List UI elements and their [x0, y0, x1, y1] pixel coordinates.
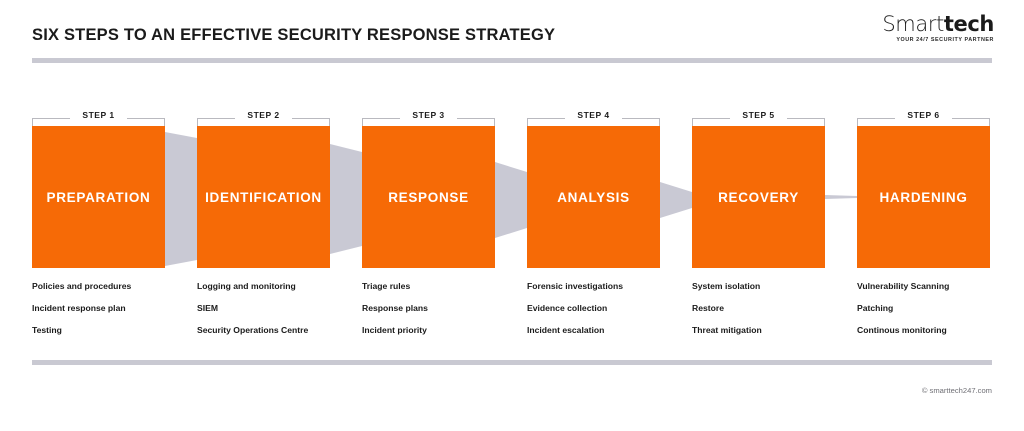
step-column-2: STEP 2 IDENTIFICATION Logging and monitori… [197, 110, 330, 348]
page-title: SIX STEPS TO AN EFFECTIVE SECURITY RESPO… [32, 26, 556, 44]
divider-bottom [32, 360, 992, 365]
step-bracket-5: STEP 5 [692, 110, 825, 126]
step-bullet-item: Triage rules [362, 281, 411, 291]
step-box-2[interactable]: IDENTIFICATION [197, 126, 330, 268]
step-bullet-item: Incident response plan [32, 303, 126, 314]
step-bullet-item: Policies and procedures [32, 281, 132, 291]
step-title-6: HARDENING [879, 189, 968, 205]
step-bullet-item: System isolation [692, 281, 761, 291]
step-bullet-item: SIEM [197, 303, 219, 314]
bracket-line-right [952, 118, 990, 119]
bracket-line-left [197, 118, 235, 119]
bracket-line-left [692, 118, 730, 119]
step-title-4: ANALYSIS [557, 189, 630, 205]
step-bracket-4: STEP 4 [527, 110, 660, 126]
bracket-line-left [857, 118, 895, 119]
bracket-tick-left-icon [527, 118, 528, 126]
brand-logo: Smarttech YOUR 24/7 SECURITY PARTNER [882, 14, 994, 43]
bracket-line-right [292, 118, 330, 119]
step-box-3[interactable]: RESPONSE [362, 126, 495, 268]
step-bracket-3: STEP 3 [362, 110, 495, 126]
bracket-tick-left-icon [362, 118, 363, 126]
bracket-tick-right-icon [989, 118, 990, 126]
step-bullet-item: Threat mitigation [692, 325, 762, 336]
step-connector-2-to-3 [330, 126, 362, 268]
step-bracket-6: STEP 6 [857, 110, 990, 126]
bracket-tick-right-icon [659, 118, 660, 126]
step-bullet-item: Restore [692, 303, 724, 314]
step-bracket-1: STEP 1 [32, 110, 165, 126]
step-number-label-1: STEP 1 [82, 110, 115, 120]
logo-wordmark: Smarttech [882, 14, 994, 35]
step-bullet-item: Response plans [362, 303, 428, 314]
step-bullet-item: Forensic investigations [527, 281, 623, 291]
bracket-line-right [622, 118, 660, 119]
step-column-1: STEP 1 PREPARATION Policies and procedures… [32, 110, 165, 348]
step-number-label-3: STEP 3 [412, 110, 445, 120]
bracket-tick-left-icon [857, 118, 858, 126]
step-number-label-2: STEP 2 [247, 110, 280, 120]
step-box-4[interactable]: ANALYSIS [527, 126, 660, 268]
step-bullet-item: Continous monitoring [857, 325, 947, 336]
bracket-line-left [32, 118, 70, 119]
step-connector-1-to-2 [165, 126, 197, 268]
step-bullet-item: Incident escalation [527, 325, 605, 336]
bracket-tick-right-icon [164, 118, 165, 126]
bracket-tick-left-icon [197, 118, 198, 126]
step-box-1[interactable]: PREPARATION [32, 126, 165, 268]
step-title-3: RESPONSE [388, 189, 469, 205]
bracket-line-left [362, 118, 400, 119]
logo-primary-text: Smart [882, 12, 944, 36]
logo-secondary-text: tech [943, 12, 994, 36]
bracket-tick-left-icon [692, 118, 693, 126]
bracket-line-left [527, 118, 565, 119]
bracket-tick-right-icon [824, 118, 825, 126]
step-box-5[interactable]: RECOVERY [692, 126, 825, 268]
step-bracket-2: STEP 2 [197, 110, 330, 126]
step-number-label-6: STEP 6 [907, 110, 940, 120]
divider-top [32, 58, 992, 63]
step-number-label-5: STEP 5 [742, 110, 775, 120]
step-bullet-item: Security Operations Centre [197, 325, 309, 336]
bracket-tick-right-icon [329, 118, 330, 126]
step-title-1: PREPARATION [46, 189, 151, 205]
step-connector-3-to-4 [495, 126, 527, 268]
step-bullet-item: Logging and monitoring [197, 281, 296, 291]
logo-tagline: YOUR 24/7 SECURITY PARTNER [896, 37, 994, 43]
bracket-line-right [787, 118, 825, 119]
step-box-6[interactable]: HARDENING [857, 126, 990, 268]
step-bullet-item: Vulnerability Scanning [857, 281, 950, 291]
step-bullet-item: Incident priority [362, 325, 427, 336]
step-connector-4-to-5 [660, 126, 692, 268]
bracket-tick-right-icon [494, 118, 495, 126]
bracket-line-right [457, 118, 495, 119]
footer-copyright: © smarttech247.com [921, 386, 992, 395]
bracket-tick-left-icon [32, 118, 33, 126]
bracket-line-right [127, 118, 165, 119]
step-bullet-item: Patching [857, 303, 894, 314]
step-connector-5-to-6 [825, 126, 857, 268]
step-number-label-4: STEP 4 [577, 110, 610, 120]
step-bullet-item: Testing [32, 325, 62, 336]
step-title-5: RECOVERY [718, 189, 799, 205]
step-bullet-item: Evidence collection [527, 303, 608, 314]
step-title-2: IDENTIFICATION [205, 189, 322, 205]
